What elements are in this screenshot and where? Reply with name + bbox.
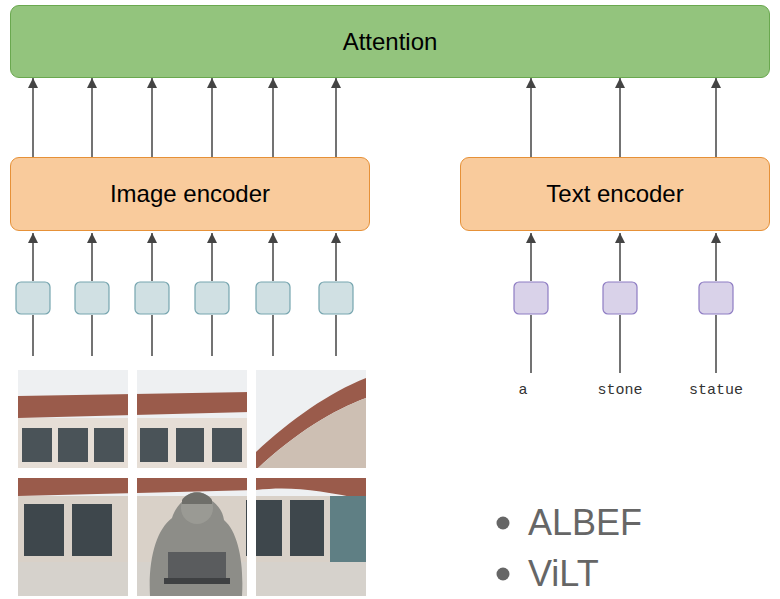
arrow-connector	[619, 78, 621, 157]
bullet-dots	[497, 517, 510, 581]
arrow-connector	[335, 78, 337, 157]
model-name: ALBEF	[528, 502, 642, 544]
model-name: ViLT	[528, 553, 599, 595]
node-label: Attention	[343, 28, 438, 56]
token-word: a	[518, 382, 527, 399]
token-word: stone	[597, 382, 642, 399]
encoder-box: Text encoder	[460, 157, 770, 231]
node-label: Text encoder	[546, 180, 683, 208]
arrow-connector	[91, 78, 93, 157]
arrow-connector	[530, 78, 532, 157]
encoder-box: Image encoder	[10, 157, 370, 231]
arrow-connector	[32, 78, 34, 157]
word-embedding	[514, 282, 733, 314]
photo-patches	[18, 370, 366, 596]
token-word: statue	[689, 382, 743, 399]
attention-box: Attention	[10, 5, 770, 78]
word-tokens	[531, 233, 716, 373]
arrow-connector	[715, 78, 717, 157]
arrow-connector	[151, 78, 153, 157]
patch-embedding	[16, 282, 353, 314]
patch-tokens	[33, 233, 336, 356]
node-label: Image encoder	[110, 180, 270, 208]
arrow-connector	[211, 78, 213, 157]
arrow-connector	[272, 78, 274, 157]
